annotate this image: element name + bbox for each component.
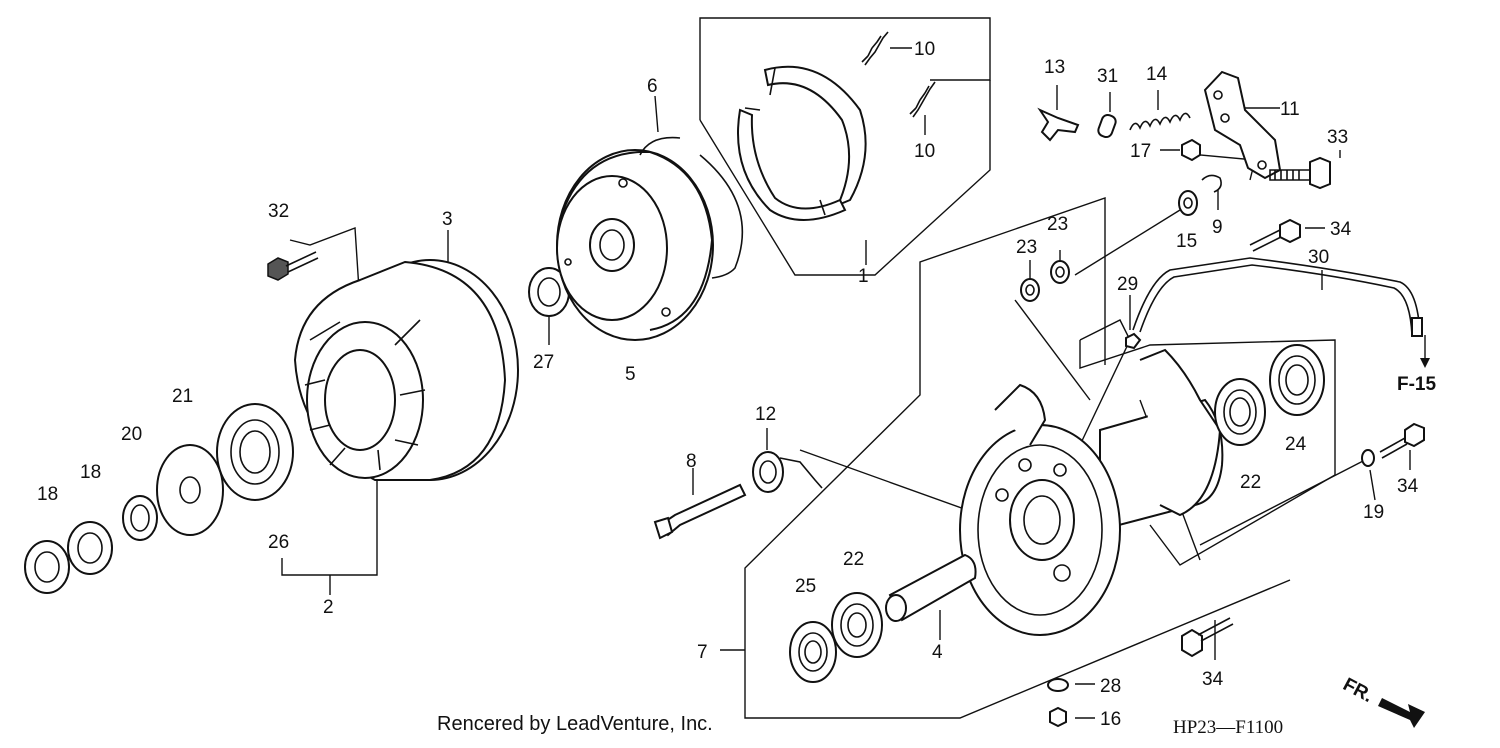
label-part-2: 2 — [323, 597, 334, 618]
collar — [122, 495, 158, 541]
bolt-33 — [1269, 156, 1331, 190]
flange-bolt-32 — [267, 251, 319, 281]
label-part-10-lower: 10 — [914, 141, 935, 162]
label-part-22-lower: 22 — [843, 549, 864, 570]
return-spring — [1129, 112, 1191, 131]
label-part-20: 20 — [121, 424, 142, 445]
brake-cam — [653, 483, 747, 540]
dust-seal-12 — [752, 451, 823, 493]
label-part-14: 14 — [1146, 64, 1168, 85]
label-part-30: 30 — [1308, 247, 1329, 268]
breather-fitting — [1125, 332, 1142, 350]
bolt-17 — [1181, 138, 1201, 162]
bolt-34-right — [1379, 422, 1425, 459]
render-credit: Rencered by LeadVenture, Inc. — [437, 713, 713, 735]
clip — [1201, 174, 1222, 193]
reference-label: F-15 — [1397, 374, 1437, 395]
washer-plate — [156, 444, 224, 536]
label-part-23-lower: 23 — [1016, 237, 1037, 258]
brake-shoe-spring-upper — [861, 31, 889, 66]
label-part-25: 25 — [795, 576, 816, 597]
label-part-18-inner: 18 — [80, 462, 101, 483]
pin — [1097, 113, 1117, 139]
label-part-31: 31 — [1097, 66, 1118, 87]
bolt-34-upper — [1249, 218, 1301, 252]
label-part-32: 32 — [268, 201, 289, 222]
oil-seal-24 — [1269, 344, 1325, 416]
label-part-16: 16 — [1100, 709, 1121, 730]
label-part-15: 15 — [1176, 231, 1197, 252]
bearing-22-lower — [831, 592, 883, 658]
washer-15 — [1178, 190, 1198, 216]
label-part-3: 3 — [442, 209, 453, 230]
label-part-12: 12 — [755, 404, 776, 425]
label-part-7: 7 — [697, 642, 708, 663]
distance-collar — [885, 553, 977, 622]
label-part-29: 29 — [1117, 274, 1138, 295]
front-direction-arrow-icon — [1378, 698, 1425, 728]
washer-23-upper — [1050, 260, 1070, 284]
label-part-27: 27 — [533, 352, 554, 373]
label-part-26: 26 — [268, 532, 289, 553]
oil-seal-25 — [789, 621, 837, 683]
oil-seal-hub — [216, 403, 294, 501]
label-part-1: 1 — [858, 266, 869, 287]
washer-28 — [1047, 678, 1069, 692]
label-part-9: 9 — [1212, 217, 1223, 238]
brake-shoe-set — [737, 65, 867, 221]
rear-brake-drum-hub — [293, 259, 519, 481]
bolt-34-lower — [1181, 617, 1234, 658]
label-part-13: 13 — [1044, 57, 1065, 78]
label-part-8: 8 — [686, 451, 697, 472]
breather-tube — [1132, 257, 1423, 337]
direction-label: FR. — [1339, 674, 1376, 707]
label-part-6: 6 — [647, 76, 658, 97]
lock-nut-outer — [24, 540, 70, 594]
brake-panel — [556, 149, 714, 341]
washer-19 — [1361, 449, 1375, 467]
bolt-16 — [1049, 706, 1067, 728]
bearing-22-right — [1214, 378, 1266, 446]
label-part-11: 11 — [1280, 99, 1300, 120]
diagram-code: HP23—F1100 — [1173, 717, 1283, 738]
label-part-34-right: 34 — [1397, 476, 1419, 497]
label-part-17: 17 — [1130, 141, 1151, 162]
label-part-19: 19 — [1363, 502, 1384, 523]
label-part-18-outer: 18 — [37, 484, 58, 505]
brake-arm-bracket — [1203, 70, 1282, 180]
label-part-5: 5 — [625, 364, 636, 385]
label-part-21: 21 — [172, 386, 193, 407]
axle-housing-hub — [959, 348, 1224, 636]
label-part-33: 33 — [1327, 127, 1348, 148]
label-part-28: 28 — [1100, 676, 1121, 697]
part-labels: 1 2 3 4 5 6 7 8 9 10 10 11 12 13 14 15 1… — [37, 39, 1419, 730]
label-part-34-lower: 34 — [1202, 669, 1224, 690]
leader-lines — [281, 17, 1430, 719]
label-part-23-upper: 23 — [1047, 214, 1068, 235]
lock-nut-inner — [67, 521, 113, 575]
brake-shoe-spring-lower — [909, 81, 936, 118]
o-ring — [639, 136, 744, 279]
brake-cam-lever — [1037, 107, 1080, 142]
label-part-4: 4 — [932, 642, 943, 663]
label-part-22-right: 22 — [1240, 472, 1261, 493]
washer-23-lower — [1020, 278, 1040, 302]
label-part-34-upper: 34 — [1330, 219, 1352, 240]
label-part-10-upper: 10 — [914, 39, 935, 60]
label-part-24: 24 — [1285, 434, 1307, 455]
